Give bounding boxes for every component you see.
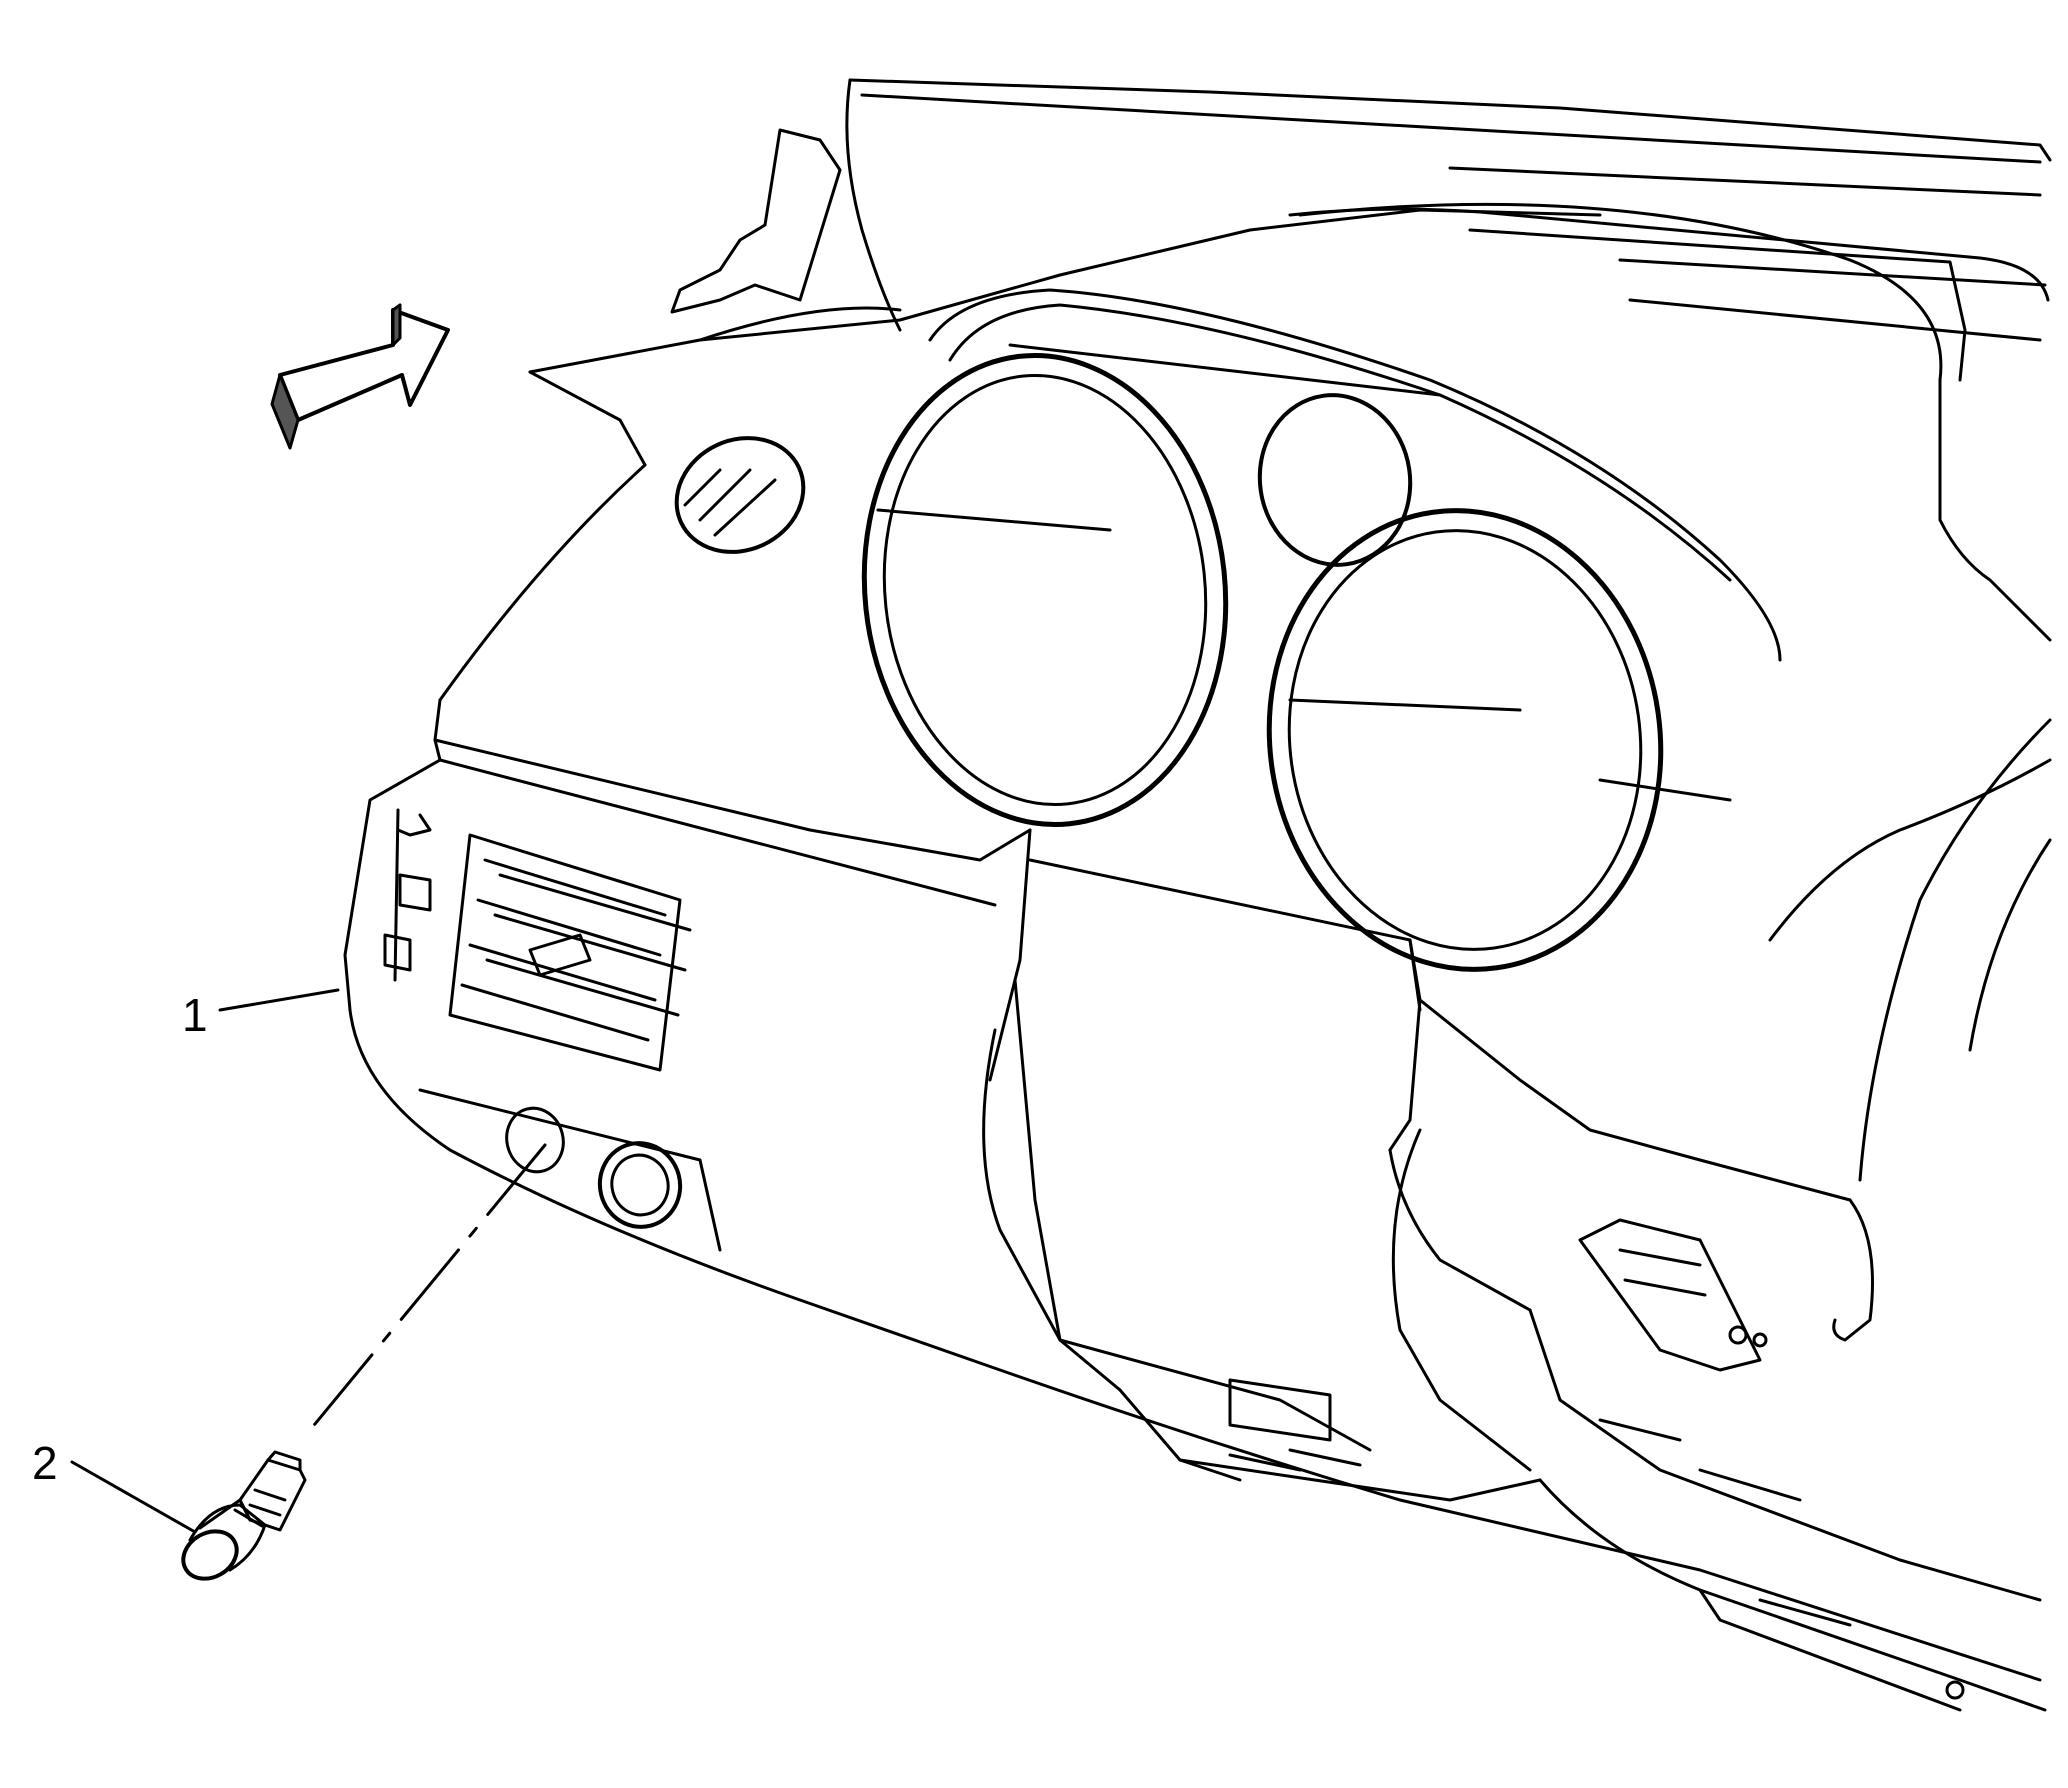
part-2-install-path (308, 1143, 547, 1432)
instrument-panel (343, 78, 2052, 1712)
view-direction-arrow-icon (270, 303, 450, 450)
callout-2-label: 2 (32, 1437, 58, 1489)
callout-2-leader (70, 1460, 197, 1534)
switch-part (181, 1450, 307, 1581)
leader-lines (70, 988, 547, 1534)
callout-1-label: 1 (182, 989, 208, 1041)
callout-1-leader (218, 988, 340, 1012)
